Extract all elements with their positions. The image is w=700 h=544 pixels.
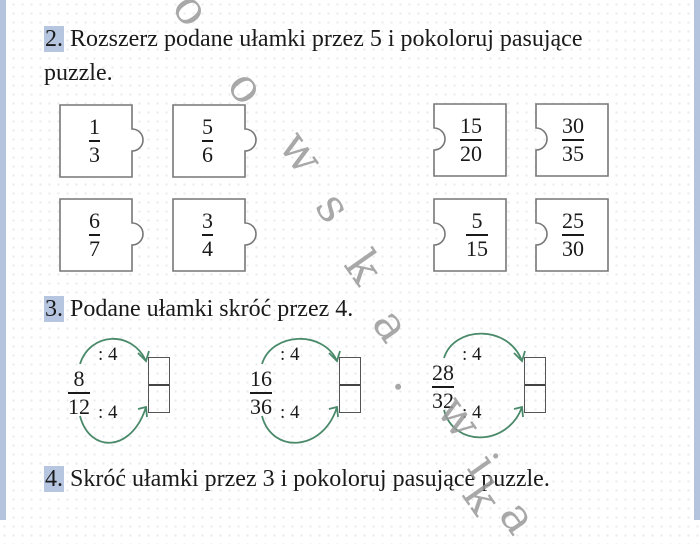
divisor-label-top: : 4 (98, 344, 118, 365)
task-2-heading-line2: puzzle. (44, 56, 113, 90)
task-4-heading: 4. Skróć ułamki przez 3 i pokoloruj pasu… (44, 462, 550, 496)
numerator: 6 (89, 208, 100, 233)
answer-fraction-box[interactable] (148, 357, 170, 413)
denominator: 35 (562, 140, 584, 166)
numerator: 25 (562, 208, 584, 233)
fraction-bar (525, 384, 545, 386)
arrow-icon (261, 338, 341, 444)
answer-fraction-box[interactable] (524, 357, 546, 413)
numerator: 30 (562, 113, 584, 138)
task-number: 3. (44, 296, 64, 322)
puzzle-knob-shape (172, 104, 257, 178)
denominator: 6 (202, 141, 213, 167)
divisor-label-bottom: : 4 (280, 402, 300, 423)
fraction-bar (562, 139, 584, 141)
divisor-label-top: : 4 (280, 344, 300, 365)
task-number: 2. (44, 26, 64, 52)
denominator: 12 (68, 393, 90, 419)
fraction-bar (202, 234, 213, 236)
numerator: 15 (460, 113, 482, 138)
denominator: 3 (89, 141, 100, 167)
puzzle-knob-shape (59, 198, 144, 272)
page-edge-left (0, 0, 6, 520)
denominator: 36 (250, 393, 272, 419)
denominator: 32 (432, 387, 454, 413)
puzzle-knob-shape (172, 198, 257, 272)
numerator: 5 (202, 114, 213, 139)
denominator: 15 (466, 235, 488, 261)
divisor-label-top: : 4 (462, 344, 482, 365)
divisor-label-bottom: : 4 (462, 402, 482, 423)
numerator: 28 (432, 360, 454, 385)
numerator: 5 (471, 208, 483, 233)
fraction-bar (340, 384, 360, 386)
fraction-bar (466, 234, 488, 236)
answer-fraction-box[interactable] (339, 357, 361, 413)
divisor-label-bottom: : 4 (98, 402, 118, 423)
task-2-heading: 2. Rozszerz podane ułamki przez 5 i poko… (44, 22, 582, 56)
puzzle-knob-shape (59, 104, 144, 178)
fraction-bar (89, 234, 100, 236)
fraction-bar (250, 392, 272, 394)
numerator: 16 (250, 366, 272, 391)
fraction-bar (562, 234, 584, 236)
denominator: 30 (562, 235, 584, 261)
denominator: 4 (202, 235, 213, 261)
numerator: 8 (73, 366, 85, 391)
task-text: Rozszerz podane ułamki przez 5 i pokolor… (64, 26, 583, 52)
numerator: 3 (202, 208, 213, 233)
fraction-bar (68, 392, 90, 394)
fraction-bar (149, 384, 169, 386)
denominator: 7 (89, 235, 100, 261)
numerator: 1 (89, 114, 100, 139)
task-text: Skróć ułamki przez 3 i pokoloruj pasując… (64, 466, 550, 492)
task-text: Podane ułamki skróć przez 4. (64, 296, 354, 322)
fraction-bar (89, 140, 100, 142)
page-edge-right (694, 0, 700, 520)
fraction-bar (202, 140, 213, 142)
task-text: puzzle. (44, 60, 113, 86)
task-3-heading: 3. Podane ułamki skróć przez 4. (44, 292, 353, 326)
arrow-icon (443, 332, 526, 439)
task-number: 4. (44, 466, 64, 492)
fraction-bar (460, 139, 482, 141)
arrow-icon (79, 338, 150, 444)
denominator: 20 (460, 140, 482, 166)
fraction-bar (432, 386, 454, 388)
